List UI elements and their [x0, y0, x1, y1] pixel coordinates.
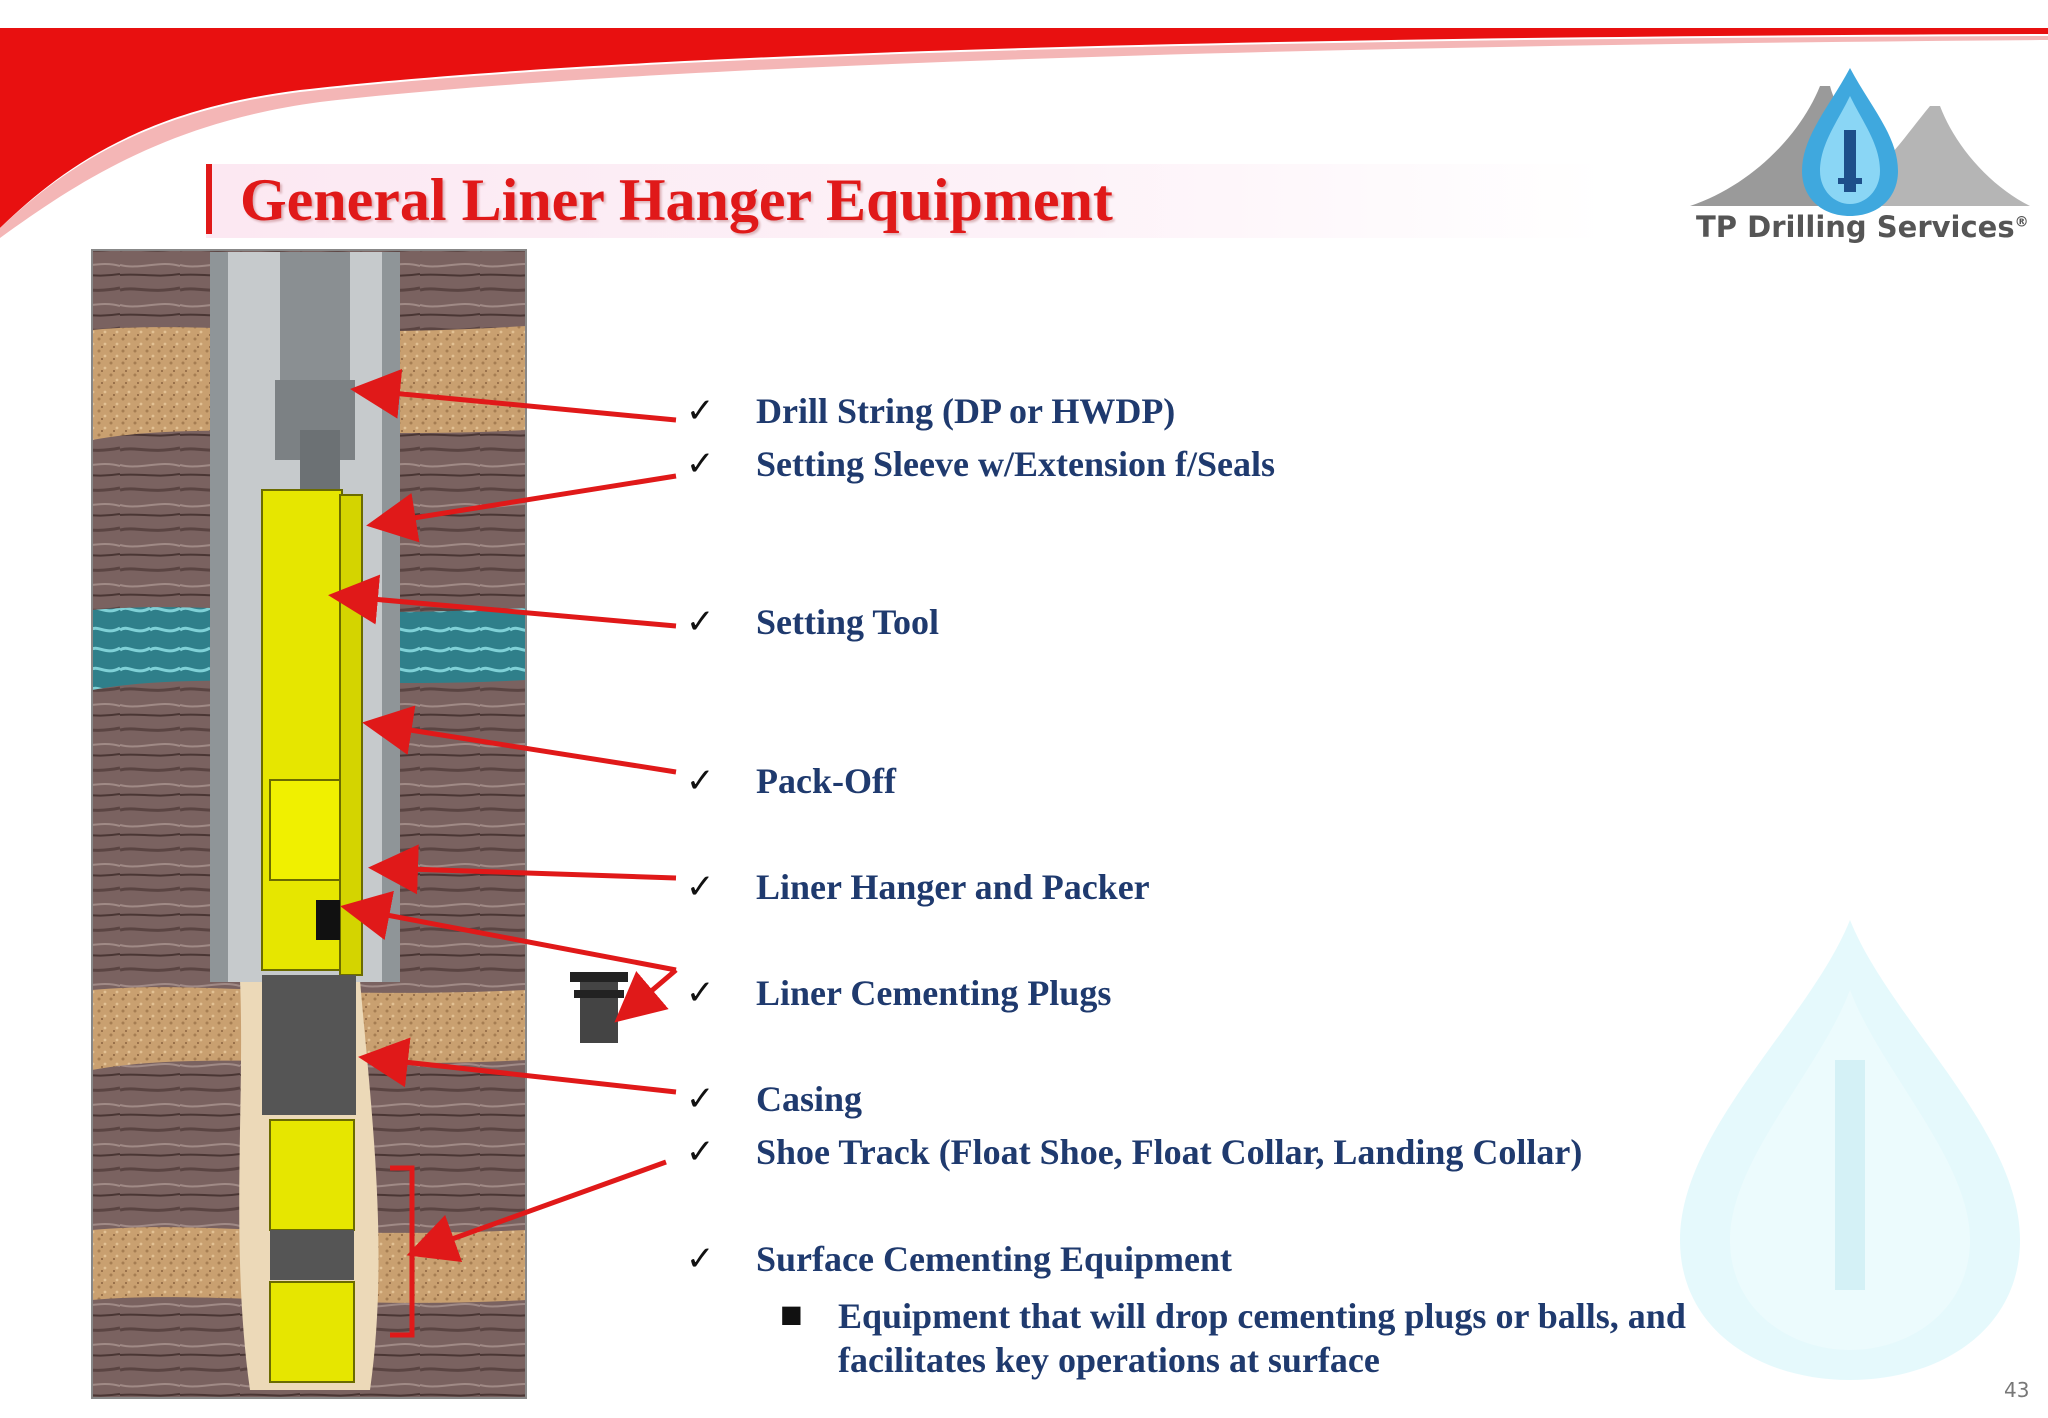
check-icon: ✓ [686, 1079, 715, 1119]
registered-mark: ® [2014, 214, 2029, 231]
item-label: Setting Sleeve w/Extension f/Seals [756, 444, 1275, 484]
tp-drilling-logo-icon [1690, 68, 2030, 216]
header-swoosh [0, 28, 2048, 238]
sub-bullet-item: ■ Equipment that will drop cementing plu… [780, 1294, 1738, 1382]
liner-string [262, 975, 356, 1383]
check-icon: ✓ [686, 973, 715, 1013]
page-title: General Liner Hanger Equipment [240, 167, 1113, 233]
item-label: Pack-Off [756, 761, 896, 801]
item-label: Drill String (DP or HWDP) [756, 391, 1176, 431]
check-icon: ✓ [686, 1132, 715, 1172]
cementing-plug-icon [570, 972, 628, 1043]
logo-text: TP Drilling Services® [1696, 210, 2029, 244]
check-icon: ✓ [686, 391, 715, 431]
list-item: ✓ Setting Tool [686, 601, 939, 643]
list-item: ✓ Shoe Track (Float Shoe, Float Collar, … [686, 1131, 1582, 1173]
liner-hanger-tool [261, 489, 363, 976]
sub-bullet-text: Equipment that will drop cementing plugs… [838, 1296, 1686, 1380]
list-item: ✓ Pack-Off [686, 760, 896, 802]
item-label: Setting Tool [756, 602, 940, 642]
callout-arrows [328, 368, 678, 1262]
watermark-drop-icon [1680, 920, 2020, 1380]
check-icon: ✓ [686, 867, 715, 907]
item-label: Shoe Track (Float Shoe, Float Collar, La… [756, 1132, 1583, 1172]
page-number: 43 [2004, 1378, 2030, 1402]
title-background [206, 164, 1606, 238]
check-icon: ✓ [686, 1239, 715, 1279]
check-icon: ✓ [686, 761, 715, 801]
item-label: Casing [756, 1079, 863, 1119]
list-item: ✓ Liner Hanger and Packer [686, 866, 1150, 908]
list-item: ✓ Drill String (DP or HWDP) [686, 390, 1175, 432]
check-icon: ✓ [686, 444, 715, 484]
list-item: ✓ Casing [686, 1078, 862, 1120]
list-item: ✓ Setting Sleeve w/Extension f/Seals [686, 443, 1275, 485]
drill-string [275, 252, 355, 500]
square-bullet-icon: ■ [780, 1300, 803, 1328]
title-accent-bar [206, 164, 212, 234]
check-icon: ✓ [686, 602, 715, 642]
item-label: Liner Cementing Plugs [756, 973, 1112, 1013]
list-item: ✓ Liner Cementing Plugs [686, 972, 1111, 1014]
item-label: Liner Hanger and Packer [756, 867, 1150, 907]
logo-brand-name: TP Drilling Services [1696, 210, 2015, 244]
list-item: ✓ Surface Cementing Equipment [686, 1238, 1232, 1280]
item-label: Surface Cementing Equipment [756, 1239, 1232, 1279]
